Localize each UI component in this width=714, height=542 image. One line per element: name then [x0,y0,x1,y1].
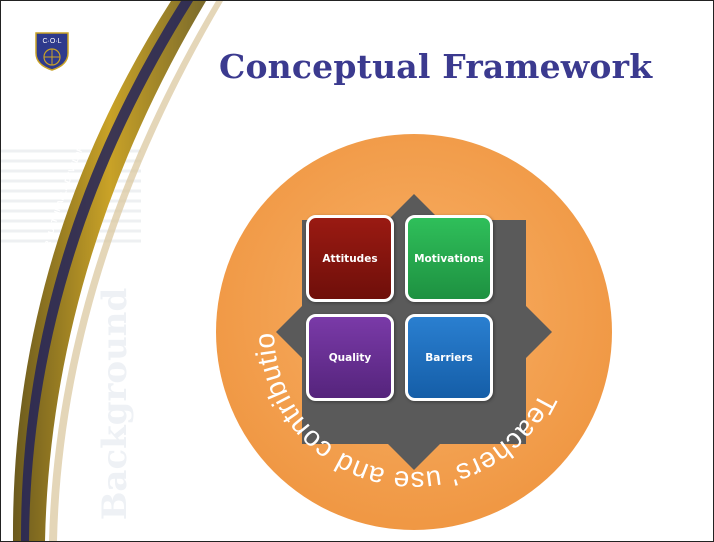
quadrant-label: Attitudes [322,252,378,265]
col-logo: C·O·L [35,32,69,71]
svg-text:C·O·L: C·O·L [42,38,61,45]
quadrant-barriers: Barriers [405,314,493,401]
quadrant-attitudes: Attitudes [306,215,394,302]
quadrant-label: Motivations [414,252,484,265]
curved-band [12,1,206,541]
section-label: Background [95,287,135,521]
quadrant-quality: Quality [306,314,394,401]
quadrant-label: Quality [328,351,372,364]
quadrant-label: Barriers [425,351,473,364]
page-title: Conceptual Framework [219,47,653,86]
quadrant-motivations: Motivations [405,215,493,302]
